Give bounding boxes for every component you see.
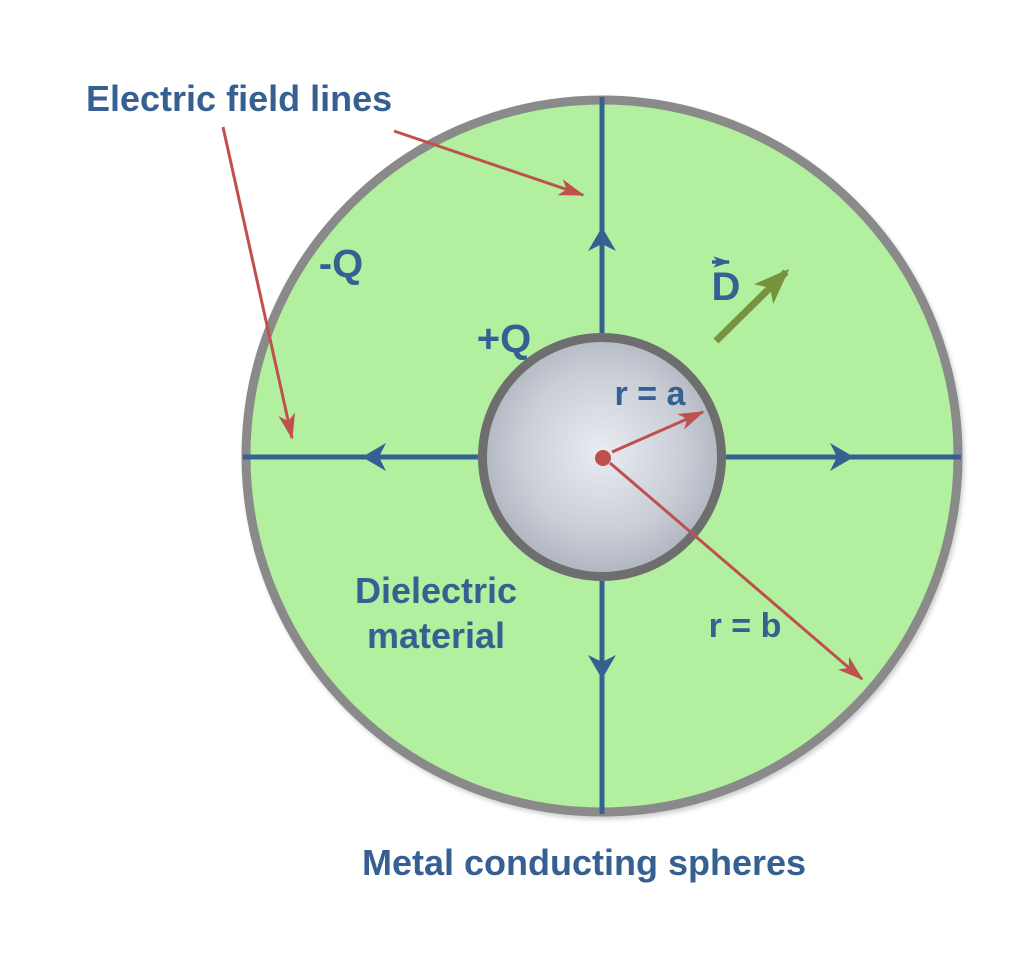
callout-arrow-left-field-line-icon <box>221 126 295 440</box>
radius-a-arrow-icon <box>611 410 705 454</box>
outer-radius-label: r = b <box>708 607 782 646</box>
field-arrowhead-left-icon <box>362 443 386 471</box>
outer-charge-label: -Q <box>318 242 364 286</box>
field-arrowhead-down-icon <box>588 655 616 679</box>
field-arrowhead-right-icon <box>830 443 854 471</box>
dielectric-material-label: Dielectric material <box>354 570 518 656</box>
sphere-center-dot <box>595 450 611 466</box>
metal-conducting-spheres-label: Metal conducting spheres <box>361 842 807 884</box>
field-arrowhead-up-icon <box>588 227 616 251</box>
electric-field-lines-label: Electric field lines <box>86 78 393 119</box>
radius-b-arrow-icon <box>609 461 864 681</box>
inner-charge-label: +Q <box>476 317 532 361</box>
callout-arrow-top-field-line-icon <box>393 129 585 197</box>
inner-radius-label: r = a <box>614 375 686 414</box>
displacement-vector-label: D <box>711 265 741 309</box>
displacement-vector-arrow-icon <box>713 268 790 344</box>
